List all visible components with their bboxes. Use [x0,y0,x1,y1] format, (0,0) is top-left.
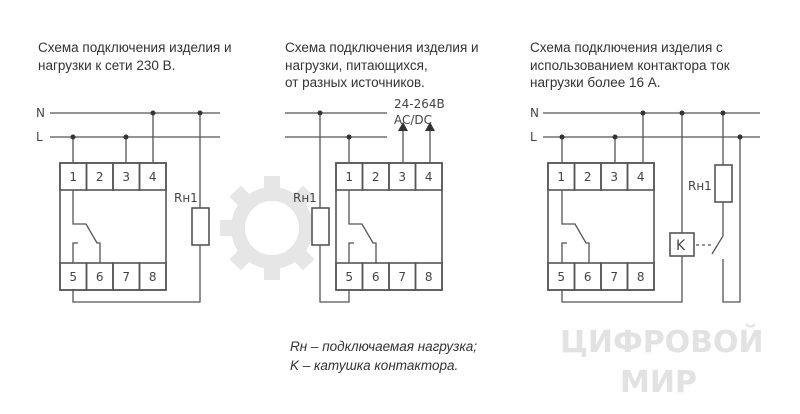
load-resistor [311,207,330,246]
supply-voltage-label: 24-264В [394,97,445,111]
terminal-8 [414,262,443,291]
terminal-number: 3 [610,170,618,184]
terminal-number: 7 [122,270,130,284]
terminal-number: 4 [149,170,157,184]
bus-n-label: N [530,106,539,120]
terminal-number: 1 [69,170,77,184]
terminal-number: 8 [637,270,645,284]
load-resistor [714,164,733,203]
diagram-3: N L Rн1 K 1 2 3 4 5 6 7 8 [530,106,760,303]
terminal-number: 2 [96,170,104,184]
diagram-2-title-line-3: от разных источников. [285,75,425,90]
terminal-8 [626,262,655,291]
bus-l-label: L [36,130,43,144]
terminal-number: 1 [557,170,565,184]
diagram-1-title-line-2: нагрузки к сети 230 В. [38,58,175,73]
terminal-number: 4 [637,170,645,184]
terminal-number: 2 [584,170,592,184]
terminal-number: 3 [122,170,130,184]
terminal-number: 7 [398,270,406,284]
terminal-number: 4 [425,170,433,184]
terminal-number: 5 [345,270,353,284]
diagram-3-title-line-1: Схема подключения изделия с [530,40,723,55]
load-label: Rн1 [174,191,198,205]
watermark-line-2: МИР [620,365,697,400]
diagram-2-title-line-2: нагрузки, питающихся, [285,58,428,73]
terminal-number: 6 [372,270,380,284]
gear-icon [220,176,324,280]
diagram-2: Rн1 24-264В AC/DC 1 2 3 4 5 6 7 8 [285,97,445,303]
supply-type-label: AC/DC [394,113,432,127]
terminal-number: 6 [584,270,592,284]
relay-body: 1 2 3 4 5 6 7 8 [335,162,443,291]
diagram-3-title-line-2: использованием контактора ток [530,58,730,73]
relay-body: 1 2 3 4 5 6 7 8 [547,162,655,291]
terminal-4 [414,162,443,191]
terminal-4 [626,162,655,191]
bus-n-label: N [36,106,45,120]
terminal-number: 5 [557,270,565,284]
terminal-number: 5 [69,270,77,284]
terminal-number: 2 [372,170,380,184]
coil-label: K [676,238,686,254]
supply-arrows [398,122,435,131]
load-label: Rн1 [688,179,712,193]
diagram-1-title-line-1: Схема подключения изделия и [38,40,232,55]
contactor-coil [669,232,695,257]
terminal-8 [138,262,167,291]
legend-load: Rн – подключаемая нагрузка; [290,339,477,354]
terminal-number: 7 [610,270,618,284]
load-label: Rн1 [293,191,317,205]
diagram-1: N L Rн1 1 2 3 4 5 6 7 8 [36,106,220,303]
diagram-2-title-line-1: Схема подключения изделия и [285,40,479,55]
bus-l-label: L [530,130,537,144]
terminal-number: 3 [398,170,406,184]
diagram-3-title-line-3: нагрузки более 16 А. [530,75,661,90]
legend-coil: K – катушка контактора. [290,358,458,373]
watermark: ЦИФРОВОЙ МИР [220,176,764,400]
relay-body: 1 2 3 4 5 6 7 8 [59,162,167,291]
terminal-number: 8 [425,270,433,284]
terminal-number: 6 [96,270,104,284]
terminal-number: 8 [149,270,157,284]
terminal-number: 1 [345,170,353,184]
watermark-line-1: ЦИФРОВОЙ [560,324,764,360]
load-resistor [191,207,210,246]
terminal-4 [138,162,167,191]
